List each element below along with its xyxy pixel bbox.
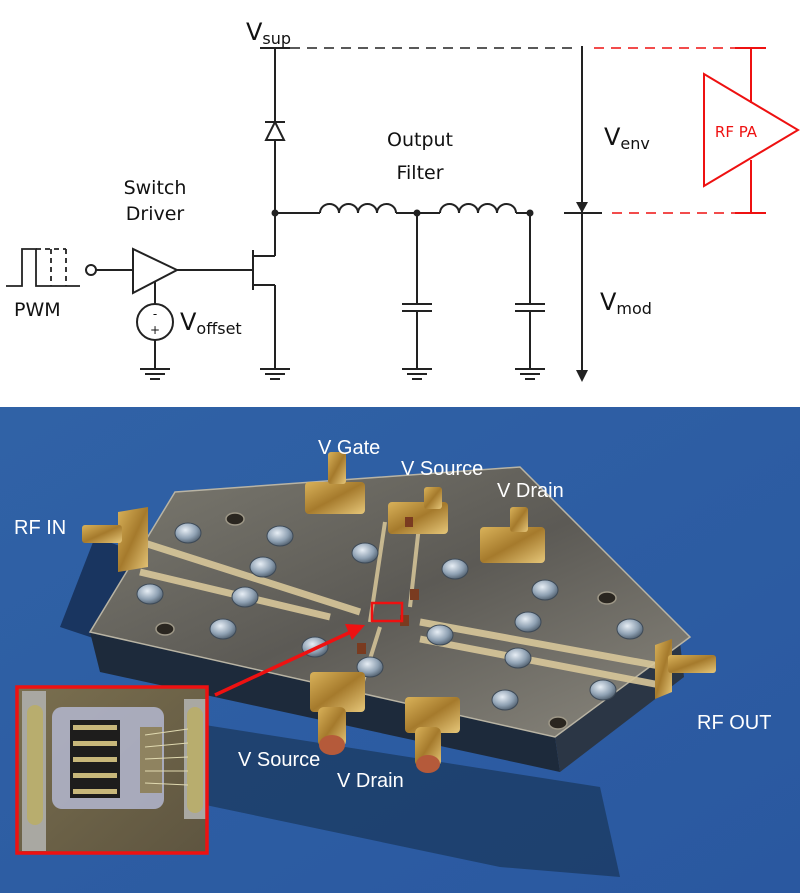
amplifier-module-photo: RF IN RF OUT V Gate V Source V Drain V S… (0, 407, 800, 893)
v-gate-label: V Gate (318, 437, 380, 459)
voffset-label: Voffset (180, 308, 242, 338)
rf-pa-amplifier (703, 72, 800, 188)
ground-symbol (260, 368, 290, 380)
pwm-waveform-icon (6, 248, 80, 287)
junction-dot (413, 209, 421, 217)
vmod-arrowhead (576, 370, 588, 382)
die-micrograph-inset (15, 685, 209, 855)
switch-driver-label-line2: Driver (126, 203, 185, 225)
transistor-highlight-box (370, 601, 404, 623)
v-drain-top-label: V Drain (497, 480, 564, 502)
switch-transistor (220, 250, 275, 290)
pwm-input-terminal (85, 264, 97, 276)
offset-plus-sign: + (150, 323, 160, 337)
ground-symbol (402, 368, 432, 380)
v-drain-bottom-label: V Drain (337, 770, 404, 792)
envelope-tracking-schematic: Vsup Switch Driver Output Filter PWM - +… (6, 18, 800, 382)
sma-connector-v-gate (305, 452, 365, 514)
ground-symbol (515, 368, 545, 380)
venv-arrowhead (576, 202, 588, 213)
v-source-top-label: V Source (401, 458, 483, 480)
switch-driver-label-line1: Switch (124, 177, 187, 199)
output-filter-label-line1: Output (387, 129, 453, 151)
screws (136, 522, 644, 711)
output-filter-label-line2: Filter (396, 162, 443, 184)
v-source-bottom-label: V Source (238, 749, 320, 771)
sma-connector-v-drain-bottom (405, 697, 460, 773)
sma-connector-rf-out (655, 639, 716, 699)
ground-symbol (140, 368, 170, 380)
vmod-label: Vmod (600, 288, 652, 318)
junction-dot (271, 209, 279, 217)
offset-minus-sign: - (153, 307, 157, 321)
capacitor-2 (515, 303, 545, 312)
capacitor-1 (402, 303, 432, 312)
bond-wires (144, 728, 189, 786)
zoom-callout-arrow (214, 628, 356, 697)
smd-components (357, 517, 419, 654)
rf-pa-label: RF PA (715, 123, 758, 141)
sma-connector-rf-in (82, 507, 148, 572)
pwm-label: PWM (14, 299, 61, 321)
rf-out-label: RF OUT (697, 712, 771, 734)
freewheel-diode (264, 119, 286, 141)
sma-connector-v-source-top (388, 487, 448, 534)
venv-label: Venv (604, 123, 650, 153)
mounting-holes (155, 512, 617, 730)
junction-dot (526, 209, 534, 217)
vsup-label: Vsup (246, 18, 291, 48)
inductor-2 (439, 203, 517, 214)
sma-connector-v-drain-top (480, 507, 545, 563)
gate-fingers (73, 725, 117, 794)
switch-driver-buffer (132, 247, 180, 295)
sma-connector-v-source-bottom (310, 672, 365, 755)
inductor-1 (319, 203, 397, 214)
rf-in-label: RF IN (14, 517, 66, 539)
